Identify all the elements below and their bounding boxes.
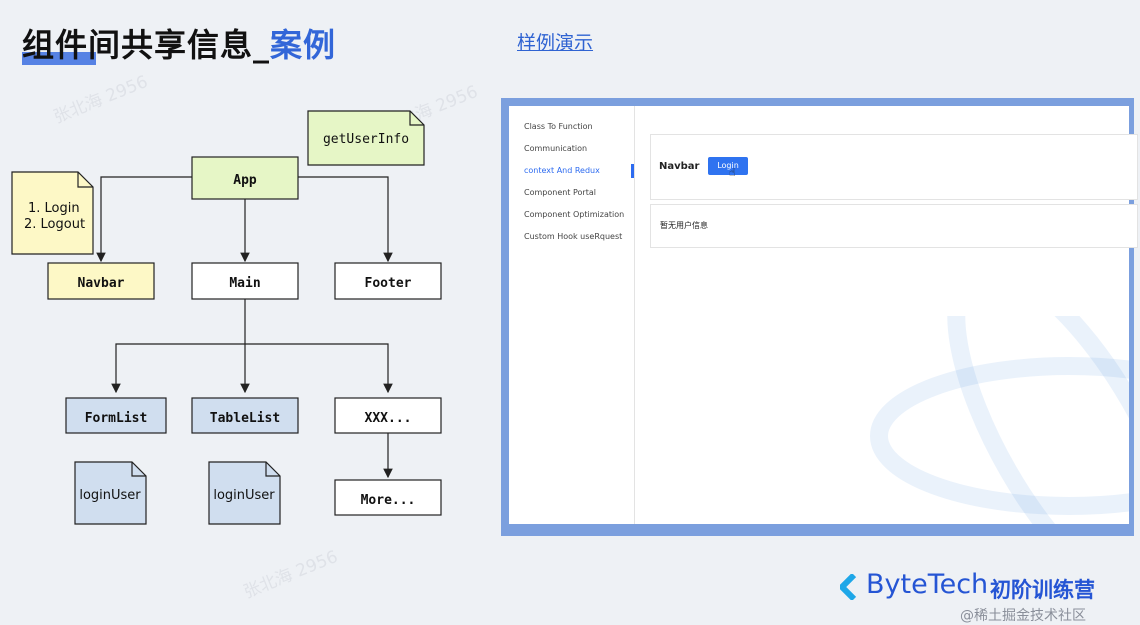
bytetech-logo-icon bbox=[840, 574, 857, 600]
edge-main-formlist bbox=[111, 343, 245, 394]
node-formlist-label: FormList bbox=[85, 411, 148, 426]
demo-app-frame: Class To Function Communication context … bbox=[501, 98, 1138, 536]
note-loginuser-1-label: loginUser bbox=[79, 488, 141, 503]
footer-credit: @稀土掘金技术社区 bbox=[960, 608, 1086, 624]
demo-app-window: Class To Function Communication context … bbox=[509, 106, 1138, 524]
node-navbar-label: Navbar bbox=[78, 276, 125, 291]
note-loginuser-2 bbox=[208, 461, 281, 525]
title-main: 组件间共享信息_ bbox=[22, 26, 271, 64]
edge-app-footer bbox=[298, 176, 393, 263]
navbar-panel: Navbar Login ☝ bbox=[650, 134, 1138, 200]
page-title: 组件间共享信息_案例 bbox=[22, 20, 336, 66]
watermark: 张北海 2956 bbox=[240, 546, 341, 603]
react-logo-watermark bbox=[870, 316, 1129, 524]
no-user-info-text: 暂无用户信息 bbox=[660, 221, 708, 230]
sidebar-item-communication[interactable]: Communication bbox=[524, 144, 588, 153]
title-highlight bbox=[22, 52, 96, 65]
sidebar-item-context-and-redux[interactable]: context And Redux bbox=[524, 166, 600, 175]
node-tablelist-label: TableList bbox=[210, 411, 280, 426]
node-tablelist bbox=[191, 397, 299, 434]
active-indicator bbox=[631, 164, 634, 178]
node-navbar bbox=[47, 262, 155, 300]
login-button[interactable]: Login bbox=[708, 157, 748, 175]
sidebar-item-custom-hook[interactable]: Custom Hook useRquest bbox=[524, 232, 623, 241]
sidebar-item-component-portal[interactable]: Component Portal bbox=[524, 188, 596, 197]
node-more-label: More... bbox=[361, 493, 416, 508]
edge-main-xxx bbox=[245, 343, 393, 394]
note-login-text: 1. Login bbox=[28, 201, 80, 216]
sidebar-item-component-optimization[interactable]: Component Optimization bbox=[524, 210, 625, 219]
node-footer-label: Footer bbox=[365, 276, 412, 291]
demo-sidebar: Class To Function Communication context … bbox=[509, 106, 635, 524]
node-app-label: App bbox=[233, 173, 257, 188]
user-info-panel: 暂无用户信息 bbox=[650, 204, 1138, 248]
hand-cursor-icon: ☝ bbox=[729, 166, 736, 179]
sidebar-item-class-to-function[interactable]: Class To Function bbox=[524, 122, 593, 131]
brand-name: ByteTech bbox=[866, 569, 989, 600]
note-getuserinfo bbox=[307, 110, 425, 166]
brand-name-cn: 初阶训练营 bbox=[990, 578, 1095, 602]
title-accent: 案例 bbox=[270, 26, 337, 64]
navbar-label: Navbar bbox=[659, 161, 700, 172]
node-footer bbox=[334, 262, 442, 300]
note-login-logout bbox=[11, 171, 94, 255]
note-loginuser-1 bbox=[74, 461, 147, 525]
demo-link[interactable]: 样例演示 bbox=[517, 32, 594, 54]
node-xxx-label: XXX... bbox=[365, 411, 412, 426]
node-xxx bbox=[334, 397, 442, 434]
component-tree-diagram: getUserInfo 1. Login 2. Logout App Navba… bbox=[11, 110, 442, 525]
label-getuserinfo: getUserInfo bbox=[323, 132, 409, 147]
note-logout-text: 2. Logout bbox=[24, 217, 85, 232]
node-formlist bbox=[65, 397, 167, 434]
node-more bbox=[334, 479, 442, 516]
edge-app-navbar bbox=[96, 176, 192, 263]
node-app bbox=[191, 156, 299, 200]
node-main bbox=[191, 262, 299, 300]
node-main-label: Main bbox=[229, 276, 260, 291]
note-loginuser-2-label: loginUser bbox=[213, 488, 275, 503]
